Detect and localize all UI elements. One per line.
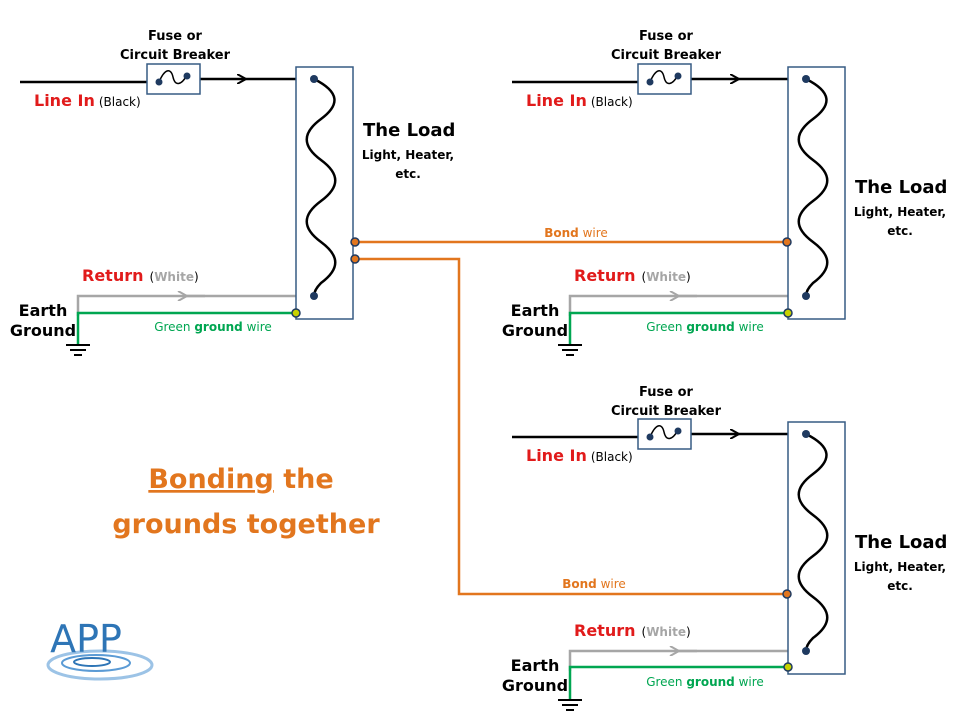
return-label: Return(White) [574,621,691,640]
load-box [787,66,846,320]
earth-label-line2: Ground [502,321,568,340]
fuse-label-line1: Fuse or [148,29,202,44]
logo-swirl [73,657,111,667]
bond-terminal [782,237,792,247]
load-box [295,66,354,320]
ground-wire-label: Green ground wire [154,320,272,334]
load-terminal-top [802,430,810,438]
ground-terminal [783,308,793,318]
load-subtitle-line1: Light, Heater, [362,148,454,162]
bond-wire-label: Bond wire [562,577,626,591]
fuse-terminal-right [674,427,682,435]
bond-terminal [782,589,792,599]
fuse-label-line1: Fuse or [639,385,693,400]
diagram-title: Bonding the grounds together [112,464,380,540]
load-terminal-top [310,75,318,83]
load-coil [797,432,829,652]
load-terminal-bottom [802,292,810,300]
bond-wires: Bond wire Bond wire [350,226,792,599]
load-title: The Load [363,120,455,141]
fuse-label-line1: Fuse or [639,29,693,44]
line-in-label: Line In(Black) [34,91,141,110]
logo-text: APP [50,617,122,661]
ground-terminal [783,662,793,672]
logo-swirl [61,654,131,672]
return-label: Return(White) [82,266,199,285]
bond-terminal [350,237,360,247]
line-in-label: Line In(Black) [526,91,633,110]
earth-label-line1: Earth [511,301,560,320]
title-line2: grounds together [112,509,380,540]
load-terminal-top [802,75,810,83]
load-subtitle-line2: etc. [887,579,913,593]
load-title: The Load [855,177,947,198]
fuse-terminal-left [646,78,654,86]
ground-wire [568,311,788,344]
return-wire [568,649,806,671]
earth-label-line2: Ground [502,676,568,695]
load-coil [797,77,829,297]
fuse-terminal-left [646,433,654,441]
return-wire [76,294,314,316]
ground-wire [76,311,296,344]
earth-label-line1: Earth [19,301,68,320]
app-logo: APP [46,617,154,681]
bond-wire-label: Bond wire [544,226,608,240]
earth-ground-symbol [66,344,90,356]
load-terminal-bottom [310,292,318,300]
fuse-terminal-right [183,72,191,80]
fuse-label-line2: Circuit Breaker [120,48,231,63]
circuit-3: Fuse or Circuit Breaker Line In(Black) T… [502,385,947,711]
ground-wire-label: Green ground wire [646,320,764,334]
circuit-2: Fuse or Circuit Breaker Line In(Black) T… [502,29,947,356]
return-label: Return(White) [574,266,691,285]
load-subtitle-line2: etc. [395,167,421,181]
fuse-element [649,70,679,85]
fuse-element [649,425,679,440]
fuse-element [158,70,188,85]
line-in-label: Line In(Black) [526,446,633,465]
earth-ground-symbol [558,699,582,711]
fuse-label-line2: Circuit Breaker [611,404,722,419]
fuse-label-line2: Circuit Breaker [611,48,722,63]
title-line1: Bonding the [148,464,333,495]
fuse-box [146,63,201,95]
load-subtitle-line2: etc. [887,224,913,238]
earth-ground-symbol [558,344,582,356]
ground-wire-label: Green ground wire [646,675,764,689]
logo-swirl [46,649,154,681]
return-wire [568,294,806,316]
load-subtitle-line1: Light, Heater, [854,560,946,574]
earth-label-line1: Earth [511,656,560,675]
bond-terminal [350,254,360,264]
load-title: The Load [855,532,947,553]
load-coil [305,77,337,297]
circuit-1: Fuse or Circuit Breaker Line In(Black) T… [10,29,455,356]
load-box [787,421,846,675]
earth-label-line2: Ground [10,321,76,340]
bond-wire-bottom [355,257,787,596]
fuse-terminal-right [674,72,682,80]
load-terminal-bottom [802,647,810,655]
ground-terminal [291,308,301,318]
ground-wire [568,665,788,699]
load-subtitle-line1: Light, Heater, [854,205,946,219]
fuse-terminal-left [155,78,163,86]
